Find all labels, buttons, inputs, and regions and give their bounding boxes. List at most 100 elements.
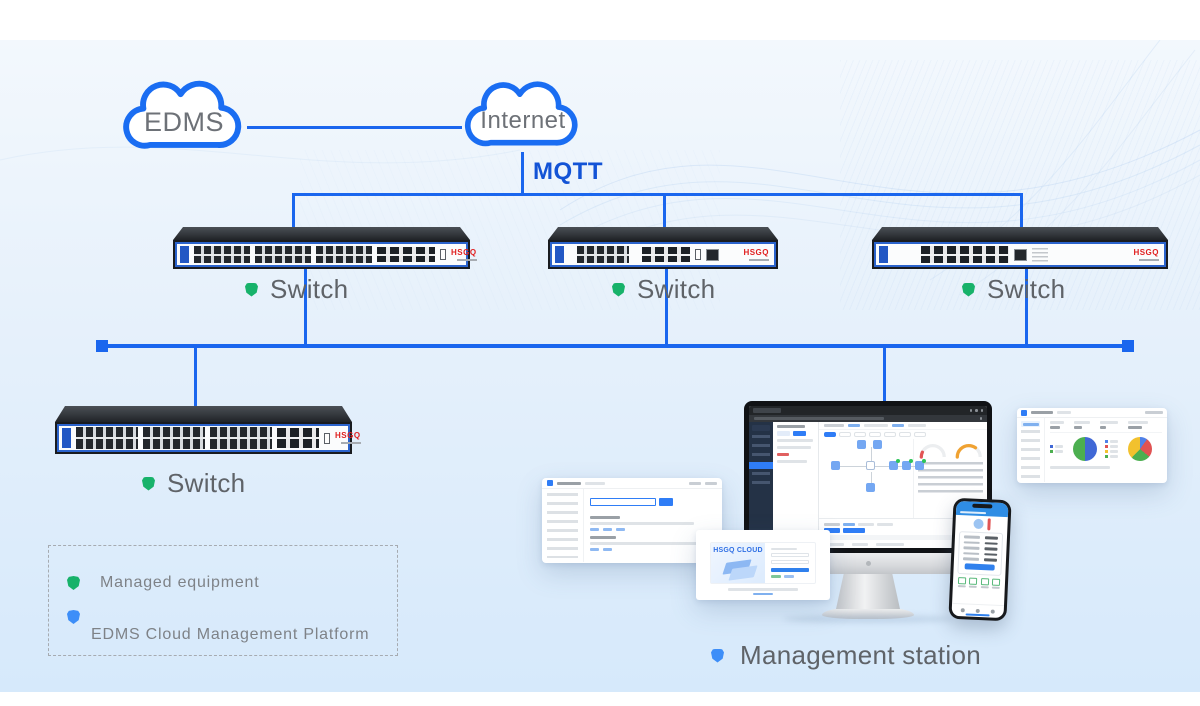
management-monitor: [744, 401, 992, 623]
bottom-tab-bar: [824, 523, 840, 526]
action-icon: [980, 577, 989, 585]
management-phone: [948, 497, 1012, 622]
switch-1-label: Switch: [245, 274, 348, 305]
internet-cloud-label: Internet: [480, 107, 566, 134]
device-list-panel: [773, 422, 819, 548]
cell-bar: [824, 543, 844, 546]
window-titlebar: [542, 478, 722, 489]
entry-title-bar: [590, 536, 616, 539]
sidebar-menu: [1017, 418, 1045, 482]
breadcrumb-link-chip: [892, 424, 904, 427]
stat-value-bar: [1050, 426, 1060, 429]
switch-side-tab: [180, 246, 189, 263]
footer-link-chip: [753, 592, 773, 595]
weather-icon: [972, 518, 984, 530]
url-bar: [754, 417, 884, 420]
entry-links: [590, 528, 716, 531]
action-label-bar: [969, 585, 978, 588]
stat-label-bar: [1074, 421, 1090, 424]
action-icon-item: [991, 578, 1001, 589]
stat-block: [1100, 421, 1118, 429]
isometric-box-icon: [728, 565, 758, 581]
bottom-tab-active: [843, 523, 855, 526]
confirm-button: [964, 562, 995, 571]
tab: [914, 432, 926, 437]
topology-line: [871, 447, 872, 461]
info-row: [963, 535, 999, 540]
breadcrumb-bar: [908, 424, 926, 427]
panel-title-bar: [777, 425, 805, 428]
link-chip: [616, 528, 625, 531]
table-button: [843, 528, 865, 533]
brand-logo: HSGQ: [335, 431, 361, 440]
gateway-node-icon: [866, 461, 875, 470]
monitor-stand-neck: [836, 574, 900, 609]
entry-line-bar: [590, 522, 694, 525]
legend-swatch: [1050, 445, 1053, 448]
sidebar-menu-items: [1021, 430, 1040, 478]
action-icon-item: [980, 577, 989, 588]
online-badge: [896, 459, 900, 463]
stat-label-bar: [1100, 421, 1118, 424]
model-text: [456, 258, 477, 261]
switch-3-label: Switch: [962, 274, 1065, 305]
register-link-chip: [771, 575, 781, 578]
platform-dot-icon: [67, 610, 80, 624]
link-chip: [603, 548, 612, 551]
key-bar: [963, 546, 980, 550]
lang-menu-bar: [705, 481, 717, 485]
table-row-bar: [777, 446, 811, 449]
rj45-port-group: [76, 427, 138, 449]
primary-button: [793, 431, 806, 436]
quick-action-icons: [953, 573, 1006, 589]
dashboard-bottom-table: [819, 518, 987, 548]
drop-to-switch-3: [1020, 196, 1023, 229]
key-bar: [963, 551, 980, 555]
monitor-logo-dot: [865, 561, 871, 566]
rj45-port-group: [577, 246, 629, 263]
sidebar-menu-items: [547, 493, 578, 558]
panel-buttons: [777, 431, 814, 436]
legend-swatch: [1105, 450, 1108, 453]
stat-label-bar: [1128, 421, 1148, 424]
switch-node-icon: [915, 459, 926, 470]
switch-4-label: Switch: [142, 468, 245, 499]
monitor-stand-base: [822, 607, 914, 619]
form-title-bar: [771, 548, 797, 551]
managed-equipment-dot-icon: [612, 282, 625, 297]
sfp-port-group: [377, 247, 435, 262]
legend-box: Managed equipment EDMS Cloud Management …: [48, 545, 398, 656]
monitor-shadow: [783, 615, 953, 623]
cloud-node-icon: [857, 440, 866, 449]
login-form: [765, 543, 815, 583]
switch-2-label: Switch: [612, 274, 715, 305]
topology-line: [871, 472, 872, 484]
device-node-icon: [866, 483, 875, 492]
stat-value-bar: [1074, 426, 1082, 429]
web-app-window-list: [542, 478, 722, 563]
window-title-bar: [557, 481, 581, 485]
rj45-port-group: [316, 246, 372, 263]
bus-to-management-station: [883, 348, 886, 401]
value-bar: [984, 552, 998, 556]
link-chip: [590, 548, 599, 551]
usb-port: [695, 249, 701, 260]
nav-monitor-icon: [975, 608, 980, 614]
rj45-port-group: [194, 246, 250, 263]
window-control-dot: [975, 409, 978, 412]
model-text: [749, 258, 769, 261]
info-row: [963, 540, 998, 545]
filter-button: [777, 431, 790, 436]
active-item-bar: [1023, 423, 1039, 426]
cell-bar: [852, 543, 868, 546]
tab-selected: [824, 432, 836, 437]
login-button: [771, 568, 809, 573]
edms-cloud: EDMS: [118, 70, 250, 164]
login-illustration: HSGQ CLOUD: [711, 543, 765, 583]
breadcrumb-bar: [864, 424, 888, 427]
action-icon-item: [957, 576, 967, 587]
server-node-icon: [831, 461, 840, 470]
table-row-bar: [777, 460, 807, 463]
monitor-bezel: [744, 401, 992, 553]
